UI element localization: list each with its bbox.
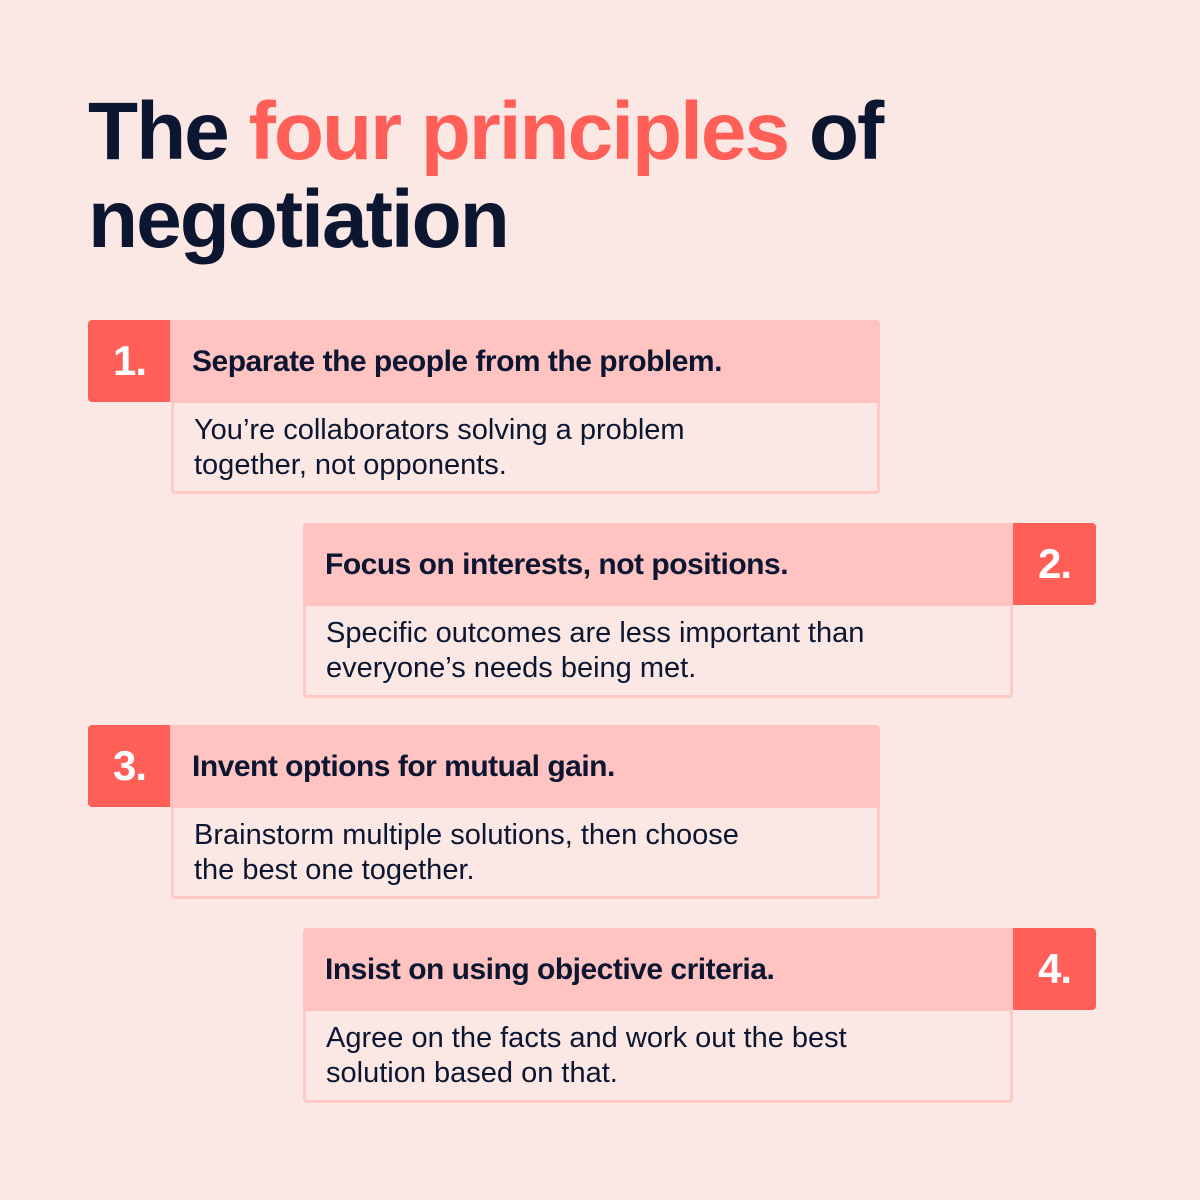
description-line: solution based on that. — [326, 1057, 618, 1089]
page-title: The four principles of negotiation — [88, 86, 884, 265]
principle-heading: Insist on using objective criteria. — [303, 928, 1013, 1011]
number-badge: 2. — [1013, 523, 1096, 605]
description-line: Brainstorm multiple solutions, then choo… — [194, 819, 739, 851]
principle-heading: Separate the people from the problem. — [170, 320, 880, 403]
number-badge: 3. — [88, 725, 171, 807]
principle-heading: Focus on interests, not positions. — [303, 523, 1013, 606]
title-line2: negotiation — [88, 174, 510, 265]
principle-description: Agree on the facts and work out the best… — [303, 1011, 1013, 1103]
principle-description: Specific outcomes are less important tha… — [303, 606, 1013, 698]
description-line: Specific outcomes are less important tha… — [326, 617, 865, 649]
principle-description: Brainstorm multiple solutions, then choo… — [171, 808, 880, 899]
title-part2: of — [788, 86, 884, 177]
number-badge: 1. — [88, 320, 171, 402]
description-line: the best one together. — [194, 854, 475, 886]
description-line: You’re collaborators solving a problem — [194, 414, 685, 446]
principle-heading: Invent options for mutual gain. — [170, 725, 880, 808]
title-accent: four principles — [248, 86, 791, 177]
title-part1: The — [88, 86, 249, 177]
description-line: everyone’s needs being met. — [326, 652, 697, 684]
number-badge: 4. — [1013, 928, 1096, 1010]
description-line: together, not opponents. — [194, 449, 507, 481]
description-line: Agree on the facts and work out the best — [326, 1022, 847, 1054]
principle-description: You’re collaborators solving a problem t… — [171, 403, 880, 494]
